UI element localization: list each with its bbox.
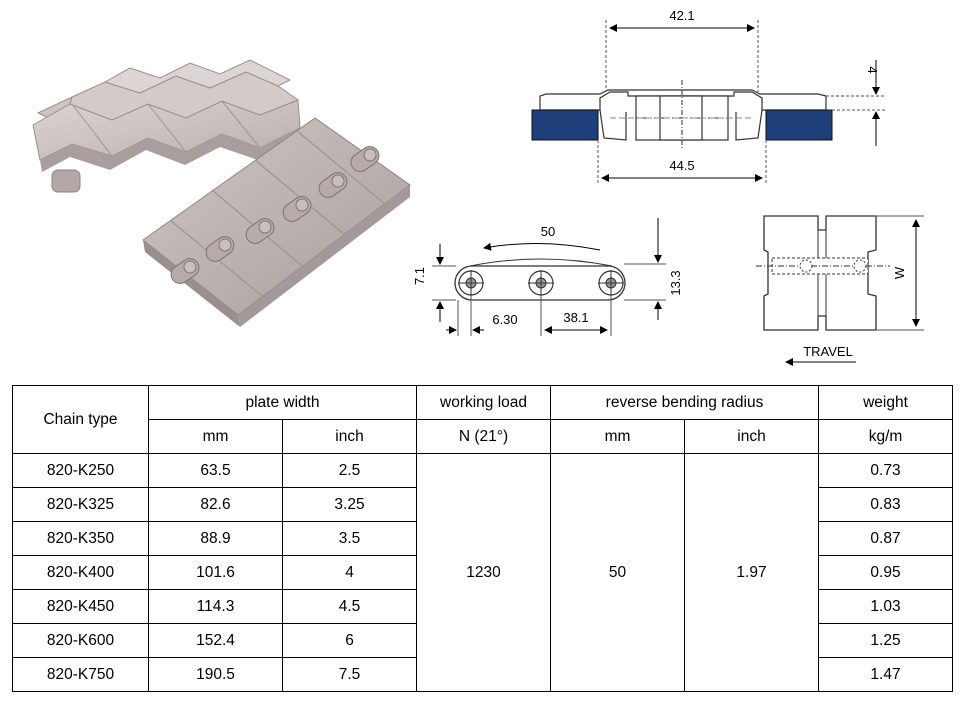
cell-plate-width-inch: 2.5 [281, 453, 418, 488]
cell-working-load: 1230 [416, 453, 552, 692]
header-plate-width: plate width [147, 385, 418, 420]
cell-weight: 1.25 [818, 623, 954, 658]
spec-table: Chain type plate width working load reve… [12, 385, 954, 692]
cell-plate-width-mm: 114.3 [148, 589, 283, 624]
dim-height-left: 7.1 [412, 267, 427, 285]
wear-strip-right [765, 109, 833, 141]
dim-width-symbol: W [892, 266, 907, 279]
cell-plate-width-mm: 88.9 [148, 521, 283, 556]
cell-chain-type: 820-K250 [12, 453, 149, 488]
header-working-load: working load [416, 385, 552, 420]
cell-weight: 0.87 [818, 521, 954, 556]
cell-plate-width-mm: 152.4 [148, 623, 283, 658]
cell-weight: 0.83 [818, 487, 954, 522]
cell-plate-width-inch: 6 [281, 623, 418, 658]
unit-weight: kg/m [818, 419, 954, 454]
cell-weight: 0.95 [818, 555, 954, 590]
cross-section-drawing: 42.1 44.5 4 [531, 8, 886, 185]
header-row: Chain type plate width working load reve… [12, 385, 954, 454]
upper-chain-top-view [32, 59, 301, 193]
cell-chain-type: 820-K450 [12, 589, 149, 624]
header-chain-type: Chain type [12, 385, 149, 454]
cell-plate-width-inch: 4.5 [281, 589, 418, 624]
travel-label: TRAVEL [803, 344, 853, 359]
top-view-drawing: W TRAVEL [756, 215, 924, 366]
dim-pitch: 38.1 [563, 310, 588, 325]
cell-plate-width-inch: 4 [281, 555, 418, 590]
dim-bottom-width: 44.5 [669, 158, 694, 173]
cell-weight: 1.03 [818, 589, 954, 624]
unit-radius-inch: inch [684, 419, 820, 454]
figure-svg: 42.1 44.5 4 50 [32, 8, 924, 366]
header-reverse-bending-radius: reverse bending radius [550, 385, 820, 420]
wear-strip-left [531, 109, 599, 141]
cell-chain-type: 820-K350 [12, 521, 149, 556]
unit-plate-width-mm: mm [148, 419, 283, 454]
unit-plate-width-inch: inch [281, 419, 418, 454]
dim-pitch-bend: 50 [541, 224, 555, 239]
unit-working-load: N (21°) [416, 419, 552, 454]
cell-chain-type: 820-K400 [12, 555, 149, 590]
dim-height-right: 13.3 [668, 270, 683, 295]
dim-top-width: 42.1 [669, 8, 694, 23]
cell-plate-width-inch: 3.25 [281, 487, 418, 522]
cell-plate-width-mm: 101.6 [148, 555, 283, 590]
technical-figure: 42.1 44.5 4 50 [32, 8, 924, 366]
cell-plate-width-inch: 7.5 [281, 657, 418, 692]
cell-radius-mm: 50 [550, 453, 686, 692]
unit-row: mm inch N (21°) mm inch kg/m [13, 419, 954, 454]
dim-plate-thickness: 4 [865, 66, 880, 73]
cell-chain-type: 820-K750 [12, 657, 149, 692]
cell-chain-type: 820-K325 [12, 487, 149, 522]
cell-plate-width-mm: 63.5 [148, 453, 283, 488]
unit-radius-mm: mm [550, 419, 686, 454]
cell-weight: 1.47 [818, 657, 954, 692]
cell-plate-width-inch: 3.5 [281, 521, 418, 556]
cell-weight: 0.73 [818, 453, 954, 488]
chain-photo [32, 59, 411, 327]
cell-radius-inch: 1.97 [684, 453, 820, 692]
side-view-drawing: 50 7.1 13.3 6.30 38.1 [412, 218, 683, 336]
cell-chain-type: 820-K600 [12, 623, 149, 658]
cell-plate-width-mm: 190.5 [148, 657, 283, 692]
dim-offset: 6.30 [492, 312, 517, 327]
lower-chain-bottom-view [142, 117, 411, 327]
cell-plate-width-mm: 82.6 [148, 487, 283, 522]
header-weight: weight [818, 385, 954, 420]
